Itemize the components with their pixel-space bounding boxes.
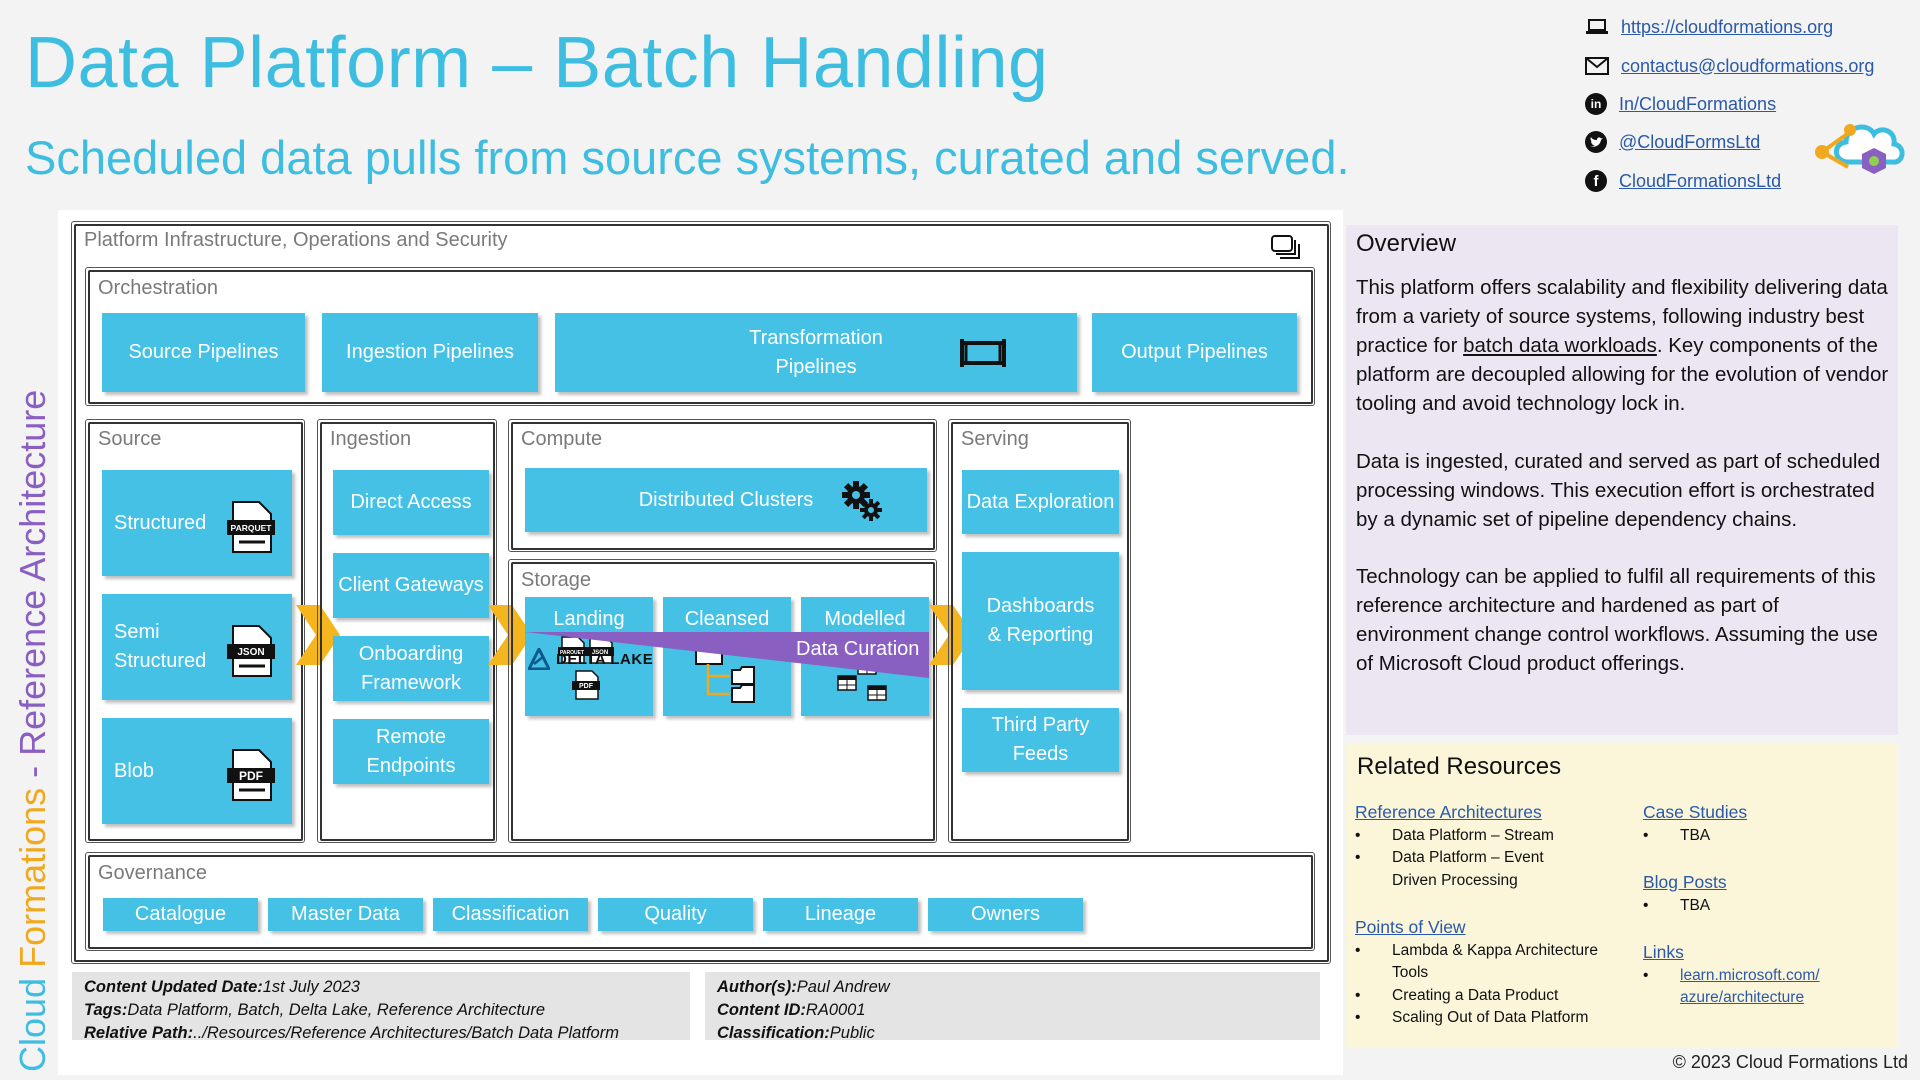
overview-paragraph-2: Data is ingested, curated and served as … bbox=[1356, 449, 1881, 531]
serving-label: Serving bbox=[961, 428, 1029, 450]
links-list: learn.microsoft.com/ azure/architecture bbox=[1643, 965, 1843, 1010]
diagram-canvas: Platform Infrastructure, Operations and … bbox=[58, 210, 1343, 1075]
facebook-link[interactable]: CloudFormationsLtd bbox=[1619, 170, 1782, 191]
orchestration-label: Orchestration bbox=[98, 277, 219, 299]
list-item[interactable]: Scaling Out of Data Platform bbox=[1355, 1007, 1625, 1030]
svg-text:PARQUET: PARQUET bbox=[231, 523, 273, 533]
output-pipelines-box: Output Pipelines bbox=[1092, 313, 1297, 392]
lineage-box: Lineage bbox=[763, 898, 918, 931]
source-to-ingestion-chevron bbox=[296, 605, 340, 665]
case-studies-heading[interactable]: Case Studies bbox=[1643, 802, 1748, 822]
facebook-icon: f bbox=[1585, 170, 1607, 192]
ref-arch-heading[interactable]: Reference Architectures bbox=[1355, 802, 1542, 822]
json-file-icon: JSON bbox=[227, 625, 275, 677]
contact-email[interactable]: contactus@cloudformations.org bbox=[1585, 54, 1874, 78]
batch-workloads-link[interactable]: batch data workloads bbox=[1463, 334, 1657, 358]
pov-heading[interactable]: Points of View bbox=[1355, 917, 1466, 937]
page-title: Data Platform – Batch Handling bbox=[25, 23, 1049, 103]
list-item[interactable]: Data Platform – Event Driven Processing bbox=[1355, 847, 1590, 892]
page-subtitle: Scheduled data pulls from source systems… bbox=[25, 131, 1350, 184]
overview-body: This platform offers scalability and fle… bbox=[1356, 273, 1891, 706]
meta-left: Content Updated Date:1st July 2023 Tags:… bbox=[72, 972, 690, 1042]
governance-label: Governance bbox=[98, 862, 207, 884]
ingestion-label: Ingestion bbox=[330, 428, 412, 450]
master-data-box: Master Data bbox=[268, 898, 423, 931]
storage-label: Storage bbox=[521, 569, 592, 591]
pdf-file-icon: PDF bbox=[227, 749, 275, 801]
contact-website[interactable]: https://cloudformations.org bbox=[1585, 15, 1833, 39]
delta-lake-logo: DELTA LAKE bbox=[528, 648, 653, 670]
ingestion-to-storage-chevron bbox=[488, 605, 532, 665]
cloud-formations-logo bbox=[1815, 124, 1905, 174]
blog-posts-list: TBA bbox=[1643, 895, 1710, 918]
svg-text:PDF: PDF bbox=[579, 683, 594, 690]
overview-title: Overview bbox=[1356, 230, 1457, 257]
ingestion-pipelines-box: Ingestion Pipelines bbox=[322, 313, 538, 392]
catalogue-box: Catalogue bbox=[103, 898, 258, 931]
data-curation-wedge bbox=[525, 632, 929, 678]
blog-posts-heading[interactable]: Blog Posts bbox=[1643, 872, 1727, 892]
quality-box: Quality bbox=[598, 898, 753, 931]
list-item[interactable]: Creating a Data Product bbox=[1355, 985, 1625, 1008]
email-icon bbox=[1585, 54, 1609, 78]
contact-twitter[interactable]: @CloudFormsLtd bbox=[1585, 131, 1760, 153]
linkedin-link[interactable]: In/CloudFormations bbox=[1619, 93, 1777, 114]
svg-text:PDF: PDF bbox=[239, 769, 263, 783]
svg-text:PARQUET: PARQUET bbox=[560, 650, 584, 656]
parquet-file-icon: PARQUET bbox=[227, 501, 275, 553]
list-item[interactable]: Lambda & Kappa Architecture Tools bbox=[1355, 940, 1625, 985]
list-item: learn.microsoft.com/ azure/architecture bbox=[1643, 965, 1843, 1010]
email-link[interactable]: contactus@cloudformations.org bbox=[1621, 55, 1875, 76]
third-party-feeds-box: Third Party Feeds bbox=[962, 708, 1119, 772]
data-curation-label: Data Curation bbox=[796, 638, 920, 660]
owners-box: Owners bbox=[928, 898, 1083, 931]
contact-facebook[interactable]: f CloudFormationsLtd bbox=[1585, 170, 1781, 192]
overview-paragraph-1: This platform offers scalability and fle… bbox=[1356, 276, 1889, 416]
pipeline-icon bbox=[960, 339, 1006, 367]
source-label: Source bbox=[98, 428, 162, 450]
overview-paragraph-3: Technology can be applied to fulfil all … bbox=[1356, 564, 1878, 676]
linkedin-icon: in bbox=[1585, 93, 1607, 115]
overview-panel bbox=[1346, 225, 1898, 735]
onboarding-framework-box: Onboarding Framework bbox=[333, 636, 489, 701]
list-item[interactable]: Data Platform – Stream bbox=[1355, 825, 1590, 848]
contact-linkedin[interactable]: in In/CloudFormations bbox=[1585, 93, 1776, 115]
data-exploration-box: Data Exploration bbox=[962, 470, 1119, 534]
transformation-pipelines-box: Transformation Pipelines bbox=[555, 313, 1077, 392]
platform-label: Platform Infrastructure, Operations and … bbox=[84, 229, 508, 251]
ref-arch-list: Data Platform – Stream Data Platform – E… bbox=[1355, 825, 1590, 892]
delta-triangle-icon bbox=[528, 648, 550, 670]
twitter-icon bbox=[1585, 131, 1607, 153]
direct-access-box: Direct Access bbox=[333, 470, 489, 535]
source-pipelines-box: Source Pipelines bbox=[102, 313, 305, 392]
case-studies-list: TBA bbox=[1643, 825, 1710, 848]
related-resources-title: Related Resources bbox=[1357, 753, 1562, 780]
client-gateways-box: Client Gateways bbox=[333, 553, 489, 618]
svg-text:JSON: JSON bbox=[237, 647, 264, 658]
links-heading[interactable]: Links bbox=[1643, 942, 1684, 962]
twitter-link[interactable]: @CloudFormsLtd bbox=[1619, 131, 1761, 152]
copyright-text: © 2023 Cloud Formations Ltd bbox=[1672, 1052, 1908, 1072]
svg-text:JSON: JSON bbox=[592, 650, 608, 656]
meta-right: Author(s):Paul Andrew Content ID:RA0001 … bbox=[705, 972, 1320, 1042]
gears-icon bbox=[842, 481, 882, 521]
remote-endpoints-box: Remote Endpoints bbox=[333, 719, 489, 784]
dashboards-reporting-box: Dashboards & Reporting bbox=[962, 552, 1119, 690]
stack-icon bbox=[1271, 235, 1300, 259]
list-item: TBA bbox=[1643, 895, 1710, 918]
website-link[interactable]: https://cloudformations.org bbox=[1621, 16, 1834, 37]
sidebar-branding: Cloud Formations - Reference Architectur… bbox=[12, 389, 53, 1072]
laptop-icon bbox=[1585, 15, 1609, 39]
list-item: TBA bbox=[1643, 825, 1710, 848]
pov-list: Lambda & Kappa Architecture Tools Creati… bbox=[1355, 940, 1625, 1030]
compute-label: Compute bbox=[521, 428, 603, 450]
azure-architecture-link[interactable]: learn.microsoft.com/ azure/architecture bbox=[1680, 967, 1820, 1007]
classification-box: Classification bbox=[433, 898, 588, 931]
